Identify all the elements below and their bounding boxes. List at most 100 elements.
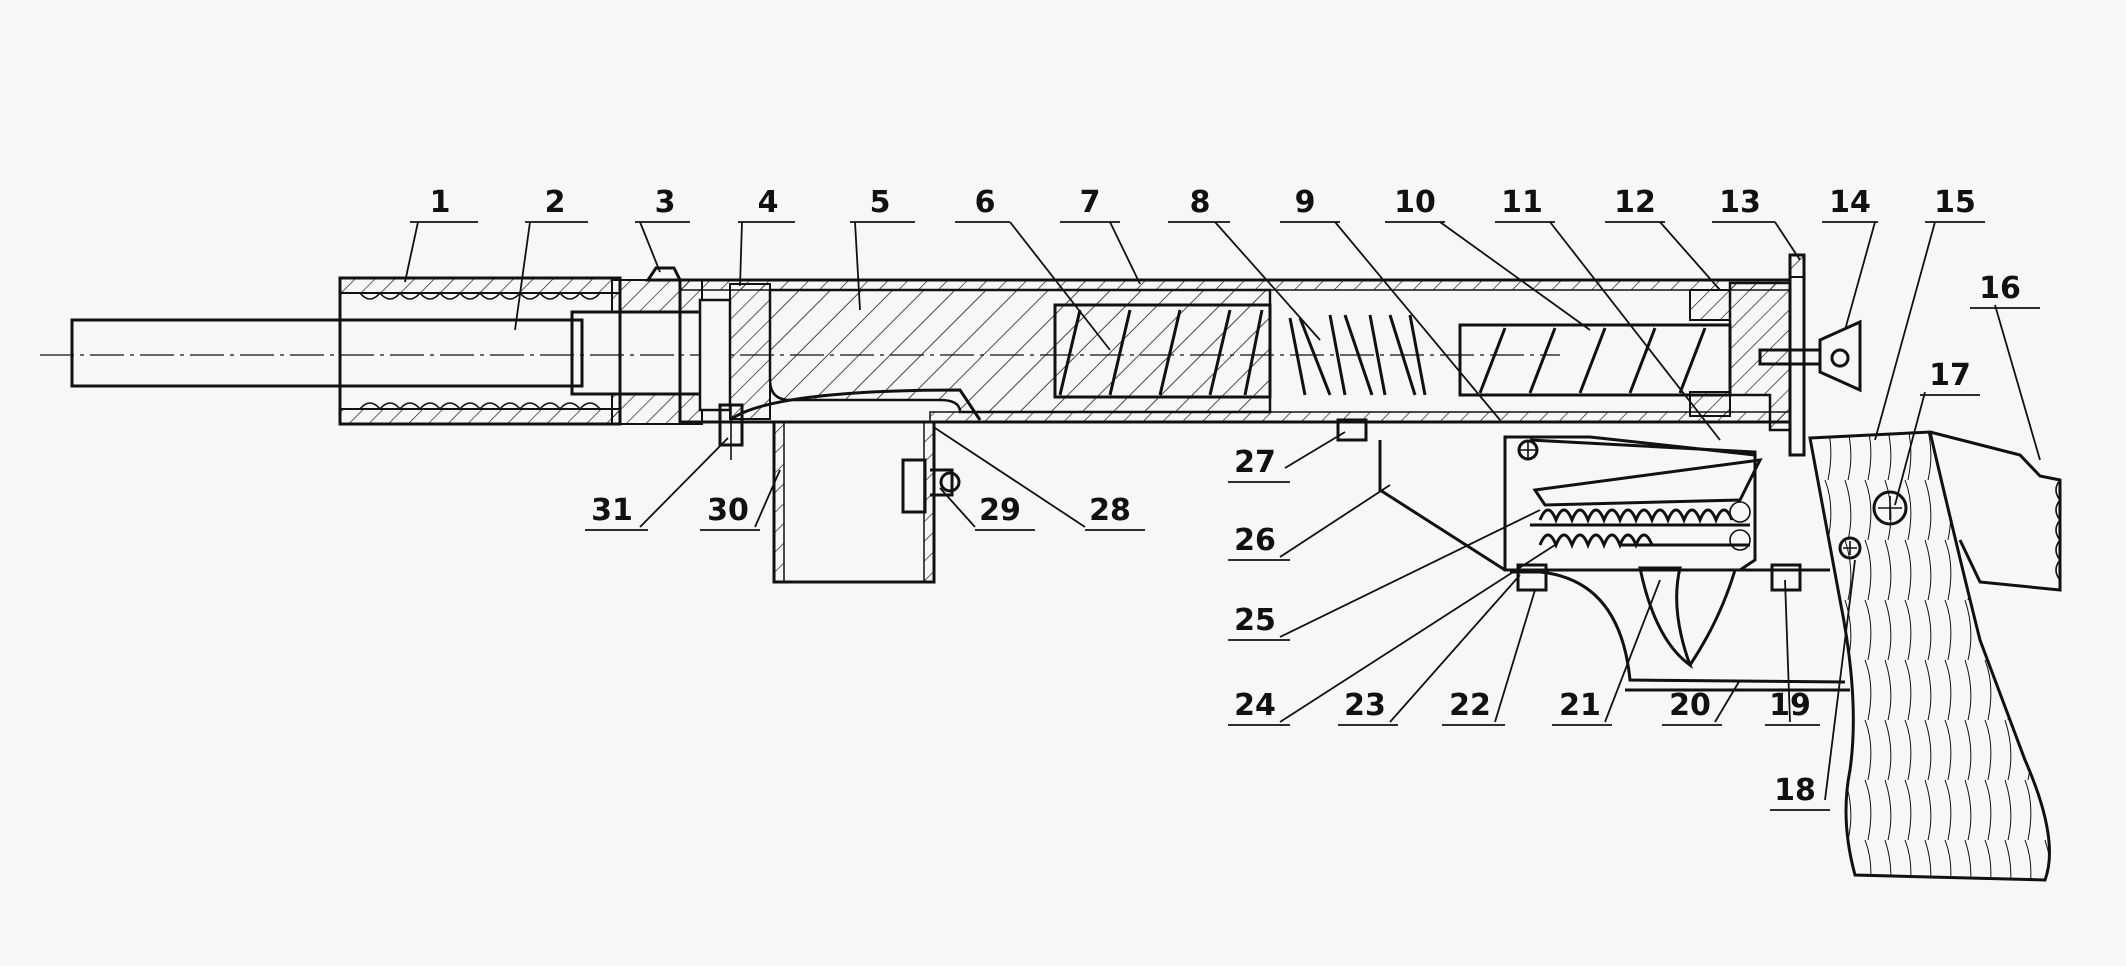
callout-17: 17 <box>1920 358 1980 396</box>
callout-number: 24 <box>1234 688 1276 723</box>
callout-leader-line <box>1659 221 1721 291</box>
callout-leader-line <box>1824 559 1856 801</box>
barrel <box>70 318 584 388</box>
callout-25: 25 <box>1228 603 1290 641</box>
callout-number: 16 <box>1979 271 2021 306</box>
callout-leaders <box>404 221 2041 801</box>
callout-leader-line <box>739 221 743 287</box>
callout-1: 1 <box>410 185 478 223</box>
callout-leader-line <box>514 221 531 331</box>
callout-23: 23 <box>1338 688 1398 726</box>
magazine-well <box>772 420 936 584</box>
callout-14: 14 <box>1822 185 1878 223</box>
callout-number: 3 <box>655 185 676 220</box>
callout-leader-line <box>1844 221 1876 331</box>
callout-18: 18 <box>1770 773 1830 811</box>
callout-leader-line <box>639 221 661 273</box>
callout-number: 11 <box>1501 185 1543 220</box>
callout-30: 30 <box>700 493 760 531</box>
callout-number: 13 <box>1719 185 1761 220</box>
callout-leader-line <box>1279 484 1391 558</box>
callout-number: 12 <box>1614 185 1656 220</box>
callout-number: 7 <box>1080 185 1101 220</box>
callout-9: 9 <box>1280 185 1340 223</box>
callout-3: 3 <box>635 185 690 223</box>
callout-4: 4 <box>738 185 795 223</box>
callout-13: 13 <box>1712 185 1775 223</box>
callout-6: 6 <box>955 185 1010 223</box>
callout-16: 16 <box>1970 271 2040 309</box>
callout-24: 24 <box>1228 688 1290 726</box>
callout-26: 26 <box>1228 523 1290 561</box>
callout-12: 12 <box>1605 185 1665 223</box>
callout-number: 17 <box>1929 358 1971 393</box>
callout-15: 15 <box>1925 185 1985 223</box>
callout-leader-line <box>1009 221 1111 351</box>
callout-leader-line <box>1214 221 1321 341</box>
callout-number: 22 <box>1449 688 1491 723</box>
callout-number: 4 <box>758 185 779 220</box>
callout-7: 7 <box>1060 185 1120 223</box>
callout-leader-line <box>1279 544 1556 723</box>
callout-leader-line <box>1389 574 1521 723</box>
callout-number: 21 <box>1559 688 1601 723</box>
callout-number: 14 <box>1829 185 1871 220</box>
callout-leader-line <box>1494 589 1536 723</box>
callout-number: 27 <box>1234 445 1276 480</box>
callout-leader-line <box>854 221 861 311</box>
callout-20: 20 <box>1662 688 1722 726</box>
bolt <box>768 288 1272 414</box>
callout-number: 10 <box>1394 185 1436 220</box>
callout-leader-line <box>939 487 976 528</box>
callout-8: 8 <box>1168 185 1230 223</box>
callout-number: 19 <box>1769 688 1811 723</box>
callout-leader-line <box>1774 221 1801 261</box>
callout-2: 2 <box>525 185 588 223</box>
callout-number: 29 <box>979 493 1021 528</box>
callout-number: 15 <box>1934 185 1976 220</box>
callout-number: 20 <box>1669 688 1711 723</box>
callout-number: 6 <box>975 185 996 220</box>
callout-leader-line <box>754 469 781 528</box>
callout-number: 8 <box>1190 185 1211 220</box>
pistol-grip <box>1808 430 2051 882</box>
callout-number: 30 <box>707 493 749 528</box>
callout-leader-line <box>1439 221 1591 331</box>
callout-21: 21 <box>1552 688 1612 726</box>
callout-11: 11 <box>1495 185 1555 223</box>
callout-leader-line <box>1279 509 1541 638</box>
callout-leader-line <box>1894 391 1926 506</box>
callout-leader-line <box>1549 221 1721 441</box>
callout-5: 5 <box>850 185 915 223</box>
callout-number: 25 <box>1234 603 1276 638</box>
callout-22: 22 <box>1442 688 1505 726</box>
callout-28: 28 <box>1085 493 1145 531</box>
callout-number: 23 <box>1344 688 1386 723</box>
callout-number: 31 <box>591 493 633 528</box>
callout-29: 29 <box>975 493 1035 531</box>
callout-27: 27 <box>1228 445 1290 483</box>
callout-leader-line <box>1334 221 1501 421</box>
callout-number: 9 <box>1295 185 1316 220</box>
callout-leader-line <box>1994 304 2041 461</box>
callout-number: 26 <box>1234 523 1276 558</box>
callout-number: 28 <box>1089 493 1131 528</box>
callout-leader-line <box>1874 221 1936 441</box>
callout-leader-line <box>1784 579 1791 723</box>
trigger <box>1638 566 1694 670</box>
callout-number: 5 <box>870 185 891 220</box>
callout-31: 31 <box>585 493 648 531</box>
barrel-shroud <box>338 276 622 426</box>
callout-10: 10 <box>1385 185 1445 223</box>
callout-leader-line <box>1604 579 1661 723</box>
callout-number: 18 <box>1774 773 1816 808</box>
callout-leader-line <box>934 427 1086 528</box>
callout-leader-line <box>1109 221 1141 285</box>
callout-leader-line <box>639 437 729 528</box>
weapon-body <box>40 253 2062 882</box>
callout-leader-line <box>1714 679 1741 723</box>
callout-number: 2 <box>545 185 566 220</box>
